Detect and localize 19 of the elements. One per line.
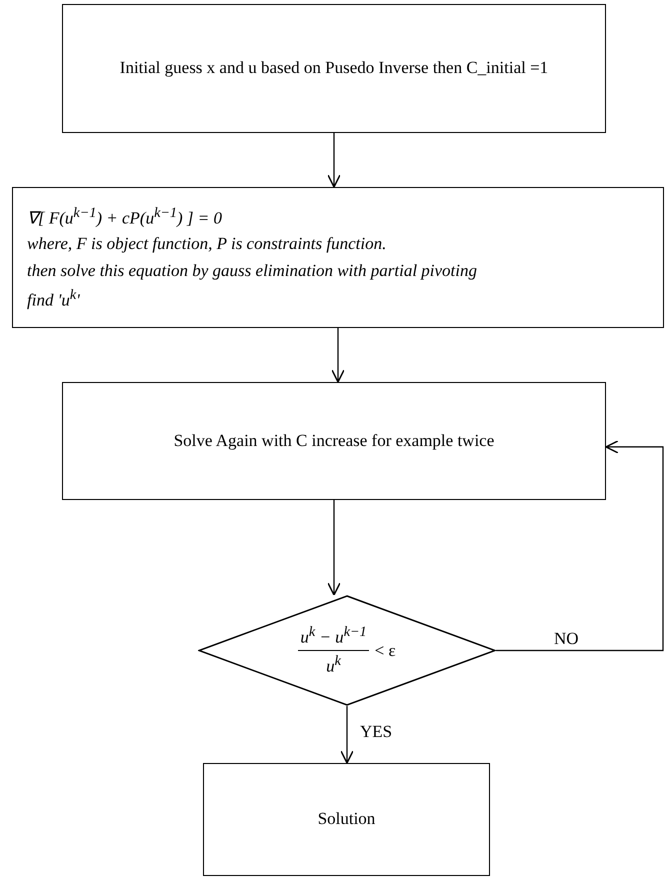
process-box (12, 187, 664, 328)
arrow (496, 440, 664, 652)
process-box (62, 4, 606, 133)
box-text: find 'u$^{k}$' (27, 286, 80, 312)
condition-text: < ε (374, 640, 396, 660)
box-text: Solve Again with C increase for example twice (174, 430, 494, 452)
arrow (327, 133, 341, 188)
arrow (331, 328, 345, 383)
arrow (327, 500, 341, 596)
denominator-text: u$^{k}$ (326, 652, 341, 677)
numerator-text: u$^{k}$ − u$^{k−1}$ (298, 624, 369, 651)
arrow (340, 706, 354, 764)
box-text: Solution (318, 808, 376, 830)
box-text: Initial guess x and u based on Pusedo Inverse then C_initial =1 (120, 57, 548, 80)
box-text: then solve this equation by gauss elimination with partial pivoting (27, 260, 478, 282)
equation-text: ∇[ F(u$^{k−1}$) + cP(u$^{k−1}$) ] = 0 (27, 204, 222, 230)
box-text: where, F is object function, P is constraints function. (27, 233, 386, 256)
process-box (62, 382, 606, 500)
process-box (203, 763, 490, 876)
